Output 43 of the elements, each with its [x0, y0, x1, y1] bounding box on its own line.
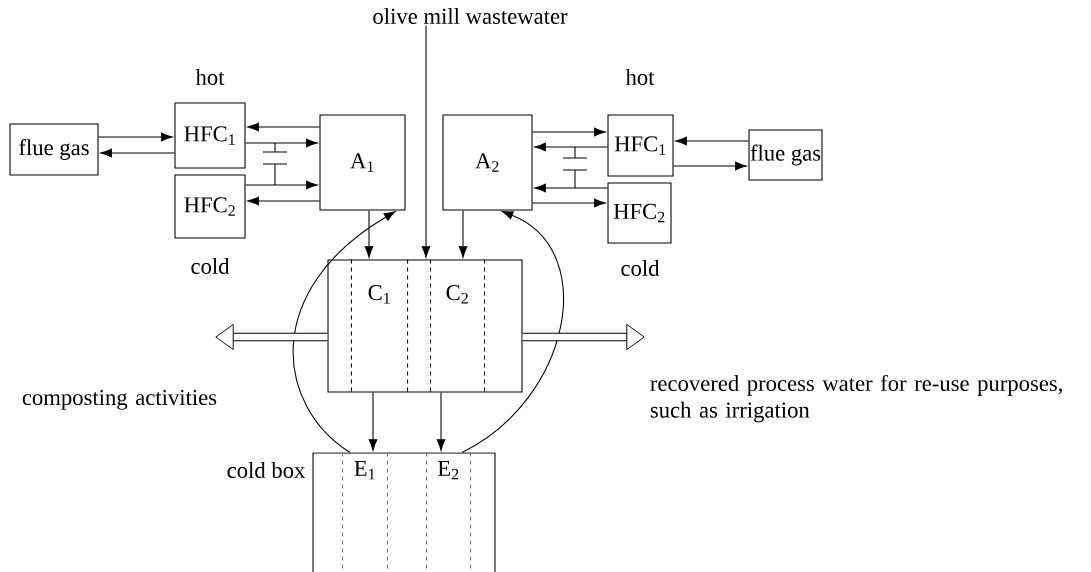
stream-label: recovered process water for re-use purposes, such as irrigation	[650, 374, 1062, 423]
arrow	[673, 161, 747, 171]
arrow	[247, 196, 320, 206]
curved-arrow	[292, 211, 396, 453]
compartment: E$_{2}$	[425, 451, 472, 572]
temperature-label: hot	[625, 69, 655, 85]
temperature-label: cold	[191, 258, 230, 274]
arrow	[245, 180, 318, 190]
exchanger-box: HFC$_{1}$	[607, 114, 674, 177]
unit-box: A$_{2}$	[442, 114, 533, 211]
arrow	[532, 127, 606, 137]
arrow	[675, 136, 749, 146]
compartment: C$_{1}$	[350, 258, 409, 394]
unit-box: A$_{1}$	[319, 114, 406, 211]
stream-label: olive mill wastewater	[373, 8, 568, 24]
arrow	[458, 210, 468, 258]
stream-label: composting activities	[22, 389, 217, 410]
arrow	[368, 392, 378, 451]
arrow	[532, 198, 606, 208]
arrow	[245, 138, 318, 148]
arrow	[100, 148, 175, 158]
flow-arrow	[215, 324, 328, 350]
unit-box: flue gas	[748, 129, 823, 181]
arrow	[534, 183, 608, 193]
temperature-label: cold	[621, 260, 660, 276]
arrow	[421, 25, 431, 258]
arrow	[247, 122, 320, 132]
compartment: E$_{1}$	[341, 451, 389, 572]
flow-arrow	[522, 324, 645, 350]
arrow	[364, 210, 374, 258]
unit-box: flue gas	[9, 123, 99, 176]
condenser-box	[327, 259, 523, 393]
exchanger-box: HFC$_{2}$	[174, 174, 246, 239]
box-caption: cold box	[227, 462, 306, 478]
exchanger-box: HFC$_{1}$	[174, 102, 246, 169]
arrow	[98, 132, 173, 142]
temperature-label: hot	[195, 69, 225, 85]
curved-arrow	[461, 210, 564, 453]
compartment: C$_{2}$	[429, 258, 486, 394]
exchanger-box: HFC$_{2}$	[607, 182, 672, 244]
arrow	[534, 142, 608, 152]
arrow	[436, 392, 446, 451]
cold-box	[312, 452, 496, 572]
